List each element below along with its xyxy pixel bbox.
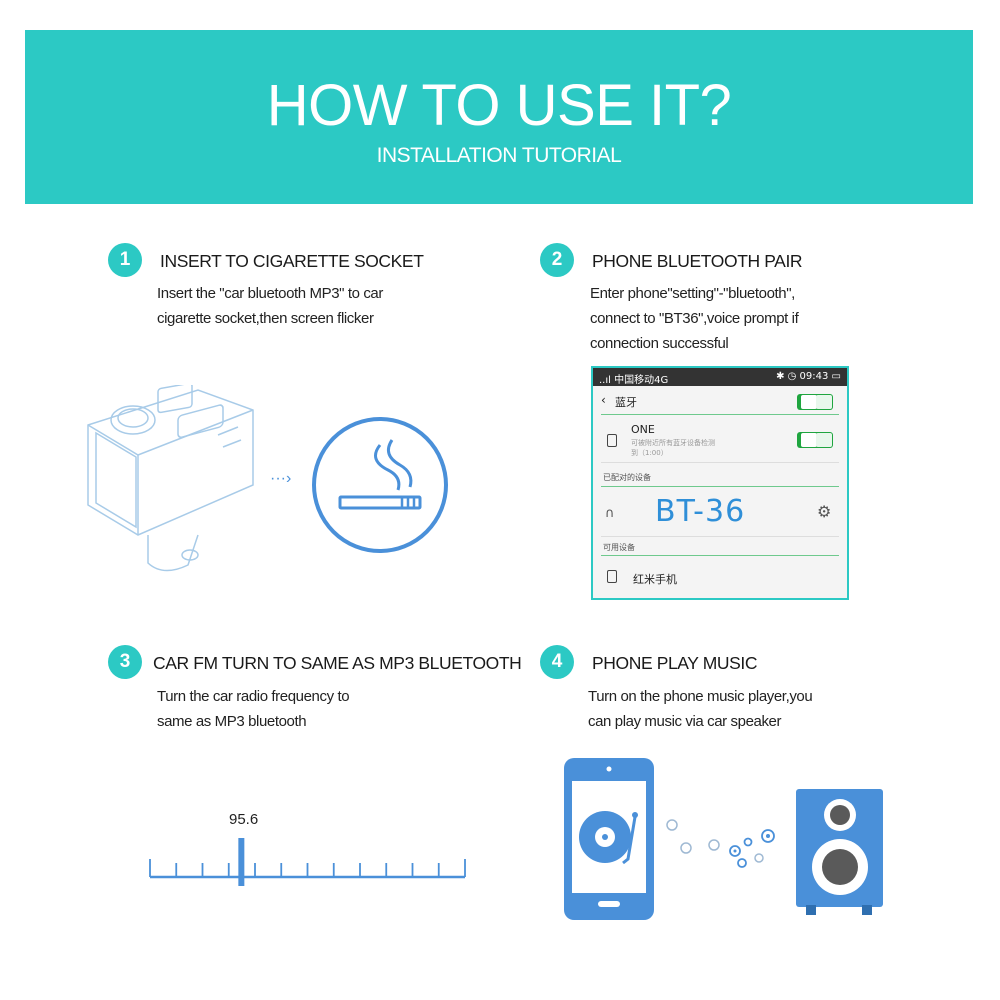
- headphone-icon: ∩: [605, 506, 615, 521]
- step-2-title: PHONE BLUETOOTH PAIR: [592, 251, 803, 271]
- arrow-icon: ···›: [270, 470, 292, 487]
- paired-label: 已配对的设备: [603, 473, 651, 482]
- device-sub: 可被附近所有蓝牙设备检测: [631, 439, 715, 447]
- step-1-title: INSERT TO CIGARETTE SOCKET: [160, 251, 424, 271]
- phone-icon: [607, 570, 617, 583]
- device-name: ONE: [631, 423, 655, 436]
- divider: [601, 486, 839, 487]
- step-3-desc-line: Turn the car radio frequency to: [157, 688, 350, 705]
- step-3-title: CAR FM TURN TO SAME AS MP3 BLUETOOTH: [153, 653, 522, 673]
- available-device-name: 红米手机: [633, 573, 677, 586]
- step-3-desc-line: same as MP3 bluetooth: [157, 713, 307, 730]
- divider: [601, 536, 839, 537]
- phone-icon: [607, 434, 617, 447]
- divider: [601, 414, 839, 415]
- frequency-scale: [149, 838, 466, 886]
- step-3-description: Turn the car radio frequency to same as …: [157, 684, 350, 734]
- gear-icon: ⚙: [817, 502, 832, 521]
- available-label: 可用设备: [603, 543, 635, 552]
- step-2-desc-line: Enter phone"setting"-"bluetooth",: [590, 285, 795, 302]
- car-charger-illustration: [87, 385, 254, 572]
- speaker-icon: [796, 789, 883, 915]
- step-2-desc-line: connection successful: [590, 335, 729, 352]
- visibility-toggle: [797, 432, 833, 448]
- carrier-label: ..ıl 中国移动4G: [599, 375, 669, 386]
- divider: [601, 462, 839, 463]
- status-time: ✱ ◷ 09:43 ▭: [776, 371, 841, 382]
- back-icon: ‹: [601, 393, 606, 407]
- step-4-desc-line: Turn on the phone music player,you: [588, 688, 813, 705]
- page-subtitle: INSTALLATION TUTORIAL: [376, 144, 622, 167]
- step-2-number: 2: [540, 243, 574, 277]
- cigarette-icon: [312, 417, 448, 553]
- step-2-description: Enter phone"setting"-"bluetooth", connec…: [590, 281, 799, 356]
- status-bar: ..ıl 中国移动4G ✱ ◷ 09:43 ▭: [593, 368, 847, 386]
- step-1-desc-line: cigarette socket,then screen flicker: [157, 310, 374, 327]
- step-4-number: 4: [540, 645, 574, 679]
- bluetooth-toggle: [797, 394, 833, 410]
- phone-bluetooth-screenshot: ..ıl 中国移动4G ✱ ◷ 09:43 ▭ ‹ 蓝牙 ONE 可被附近所有蓝…: [591, 366, 849, 600]
- step-1-description: Insert the "car bluetooth MP3" to car ci…: [157, 281, 383, 331]
- header-banner: HOW TO USE IT? INSTALLATION TUTORIAL: [25, 30, 973, 204]
- divider: [601, 555, 839, 556]
- frequency-value: 95.6: [229, 811, 259, 828]
- step-3-number: 3: [108, 645, 142, 679]
- paired-device-name: BT-36: [655, 494, 746, 529]
- time-label: 09:43: [799, 371, 829, 382]
- bluetooth-header-label: 蓝牙: [615, 396, 637, 409]
- frequency-marker: [238, 838, 245, 886]
- step-4-desc-line: can play music via car speaker: [588, 713, 782, 730]
- device-sub: 到（1:00）: [631, 449, 668, 457]
- signal-waves-icon: [666, 819, 775, 868]
- step-1-number: 1: [108, 243, 142, 277]
- step-2-desc-line: connect to "BT36",voice prompt if: [590, 310, 799, 327]
- page-title: HOW TO USE IT?: [266, 73, 732, 138]
- step-1-desc-line: Insert the "car bluetooth MP3" to car: [157, 285, 383, 302]
- step-4-description: Turn on the phone music player,you can p…: [588, 684, 813, 734]
- step-4-title: PHONE PLAY MUSIC: [592, 653, 758, 673]
- smartphone-icon: [564, 758, 654, 920]
